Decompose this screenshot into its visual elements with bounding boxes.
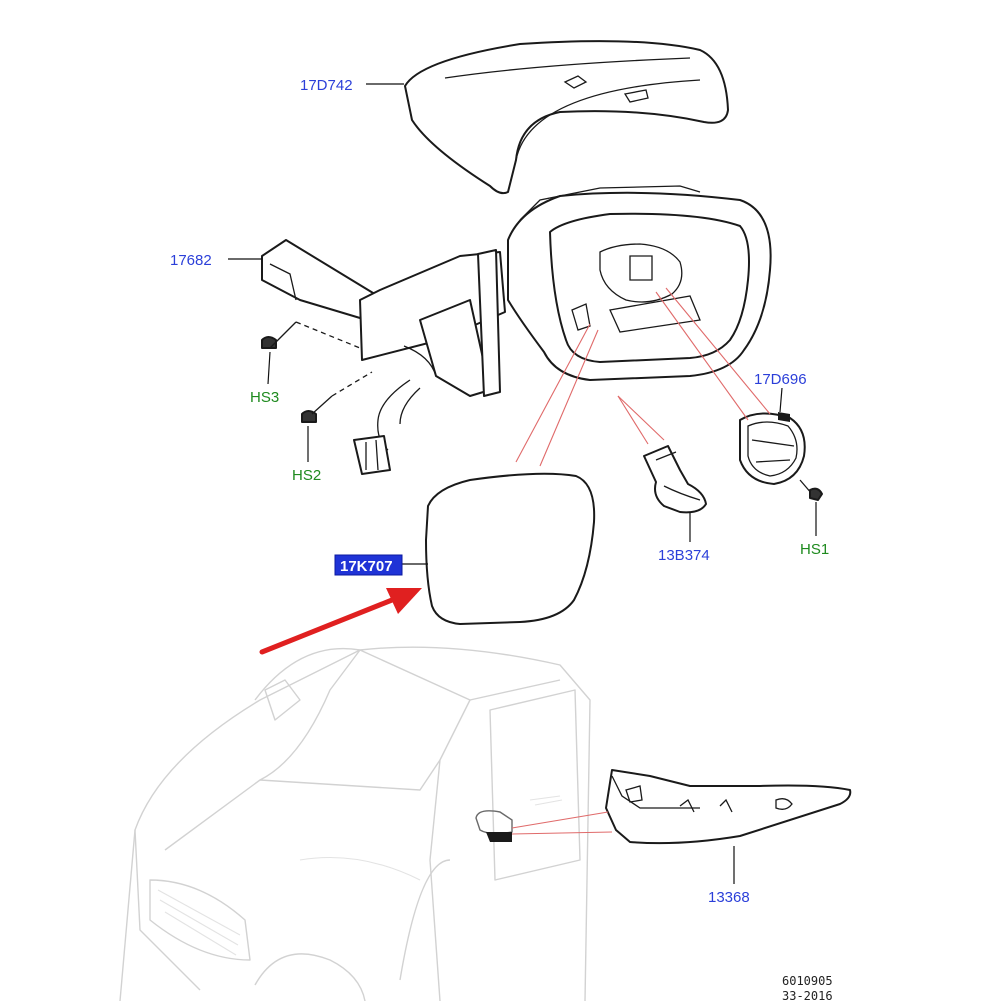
- label-hs2: HS2: [292, 467, 321, 484]
- footer-date: 33-2016: [782, 989, 833, 1001]
- label-hs3: HS3: [250, 389, 279, 406]
- mirror-glass-part: [425, 472, 596, 625]
- mirror-cover-part: [404, 40, 729, 195]
- label-cover: 17D742: [300, 77, 353, 94]
- footer-ref: 6010905: [782, 974, 833, 988]
- leader-actuator: [779, 387, 783, 413]
- label-clip: 13B374: [658, 547, 710, 564]
- indicator-part: [605, 769, 852, 884]
- label-actuator: 17D696: [754, 371, 807, 388]
- actuator-part: [739, 412, 806, 485]
- label-housing: 17682: [170, 252, 212, 269]
- callout-arrow: [259, 588, 422, 655]
- screw-hs3-part: [261, 321, 297, 385]
- label-glass-highlight: 17K707: [334, 554, 403, 576]
- clip-part: [643, 445, 707, 542]
- screw-hs2-part: [301, 395, 333, 462]
- reference-leaders: [511, 287, 771, 835]
- screw-hs1-part: [799, 479, 823, 536]
- vehicle-outline: [119, 646, 591, 1001]
- label-indicator: 13368: [708, 889, 750, 906]
- label-glass: 17K707: [340, 558, 393, 575]
- mirror-housing-part: [261, 185, 772, 475]
- label-hs1: HS1: [800, 541, 829, 558]
